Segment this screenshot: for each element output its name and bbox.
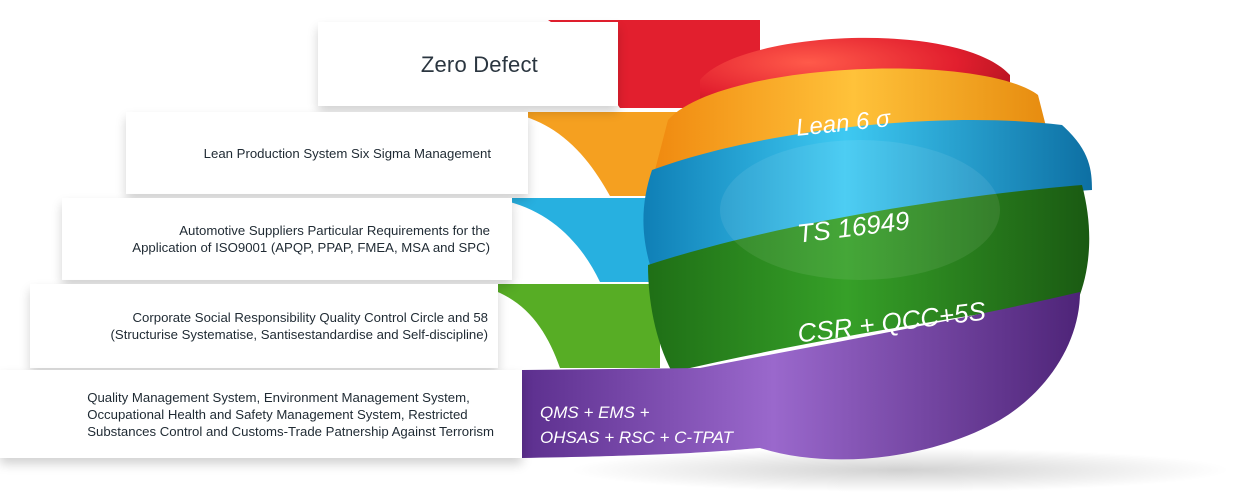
band-label-line: QMS + EMS + [540, 403, 650, 422]
layer-description: Corporate Social Responsibility Quality … [111, 309, 488, 343]
layer-card-ts: Automotive Suppliers Particular Requirem… [62, 198, 512, 280]
band-label-line: OHSAS + RSC + C-TPAT [540, 428, 734, 447]
band-green [648, 185, 1090, 372]
ribbon-blue [490, 198, 665, 282]
description-line: Application of ISO9001 (APQP, PPAP, FMEA… [132, 240, 490, 255]
layer-card-csr: Corporate Social Responsibility Quality … [30, 284, 498, 368]
description-line: Quality Management System, Environment M… [87, 389, 470, 405]
layer-card-lean: Lean Production System Six Sigma Managem… [126, 112, 528, 194]
band-label-qms: QMS + EMS + OHSAS + RSC + C-TPAT [540, 400, 733, 450]
description-line: Corporate Social Responsibility Quality … [132, 310, 489, 325]
description-line: Automotive Suppliers Particular Requirem… [179, 223, 490, 238]
description-line: Substances Control and Customs-Trade Pat… [87, 423, 494, 439]
layer-card-zero-defect: Zero Defect [318, 22, 618, 106]
layer-description: Quality Management System, Environment M… [87, 389, 494, 440]
floor-shadow [570, 448, 1230, 492]
description-line: (Structurise Systematise, Santisestandar… [110, 327, 488, 342]
layer-description: Zero Defect [420, 51, 538, 77]
band-blue [643, 120, 1092, 265]
layer-description: Automotive Suppliers Particular Requirem… [132, 222, 490, 256]
band-purple [522, 292, 1080, 460]
layer-card-qms: Quality Management System, Environment M… [0, 370, 522, 458]
sphere-highlight [720, 140, 1000, 280]
ribbon-green [470, 284, 660, 368]
ribbon-orange [505, 112, 680, 196]
description-line: Occupational Health and Safety Managemen… [87, 406, 468, 422]
layer-description: Lean Production System Six Sigma Managem… [203, 145, 491, 161]
